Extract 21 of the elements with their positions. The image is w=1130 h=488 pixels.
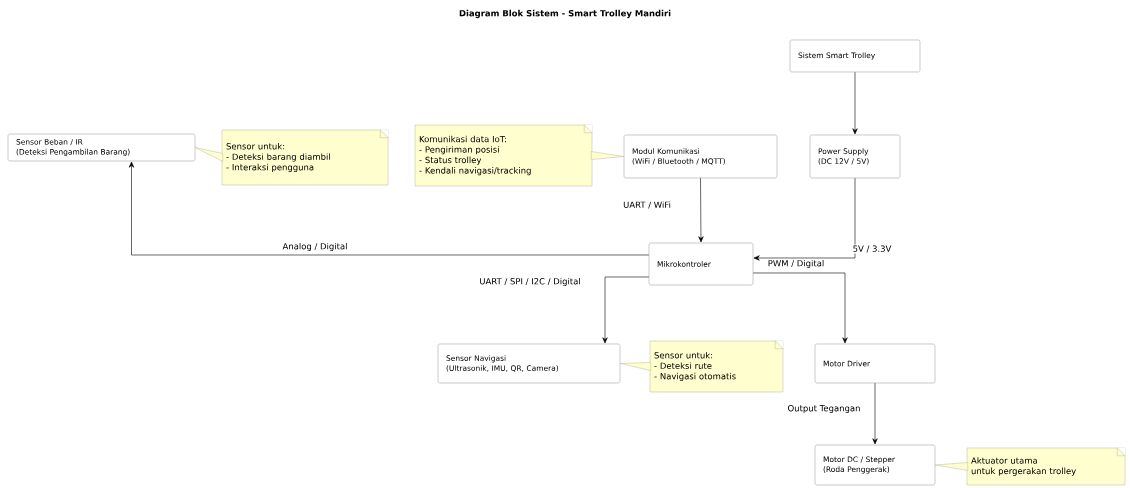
note-box: Sensor untuk: - Deteksi rute - Navigasi otomatis — [649, 340, 784, 393]
edge-label: PWM / Digital — [766, 258, 826, 270]
edge-label: UART / SPI / I2C / Digital — [478, 276, 582, 288]
arrow — [852, 71, 858, 135]
edge-label: Output Tegangan — [786, 403, 862, 414]
arrow — [753, 177, 856, 261]
arrow — [602, 276, 650, 344]
edge-label: 5V / 3.3V — [851, 244, 893, 254]
note-pointer — [195, 147, 223, 162]
edge-label: Analog / Digital — [281, 241, 349, 253]
arrow — [128, 161, 650, 256]
note-box: Komunikasi data IoT: - Pengiriman posisi - Status trolley - Kendali navigasi/tracking — [414, 124, 593, 187]
note-pointer — [620, 362, 651, 371]
arrow — [698, 177, 704, 243]
title: Diagram Blok Sistem - Smart Trolley Mandiri — [459, 9, 671, 19]
arrow — [752, 272, 848, 344]
note-pointer — [935, 462, 968, 471]
note-box: Aktuator utama untuk pergerakan trolley — [966, 447, 1126, 486]
edge-label: UART / WiFi — [622, 200, 672, 210]
note-box: Sensor untuk: - Deteksi barang diambil - Interaksi pengguna — [221, 129, 389, 186]
arrow — [872, 382, 878, 445]
